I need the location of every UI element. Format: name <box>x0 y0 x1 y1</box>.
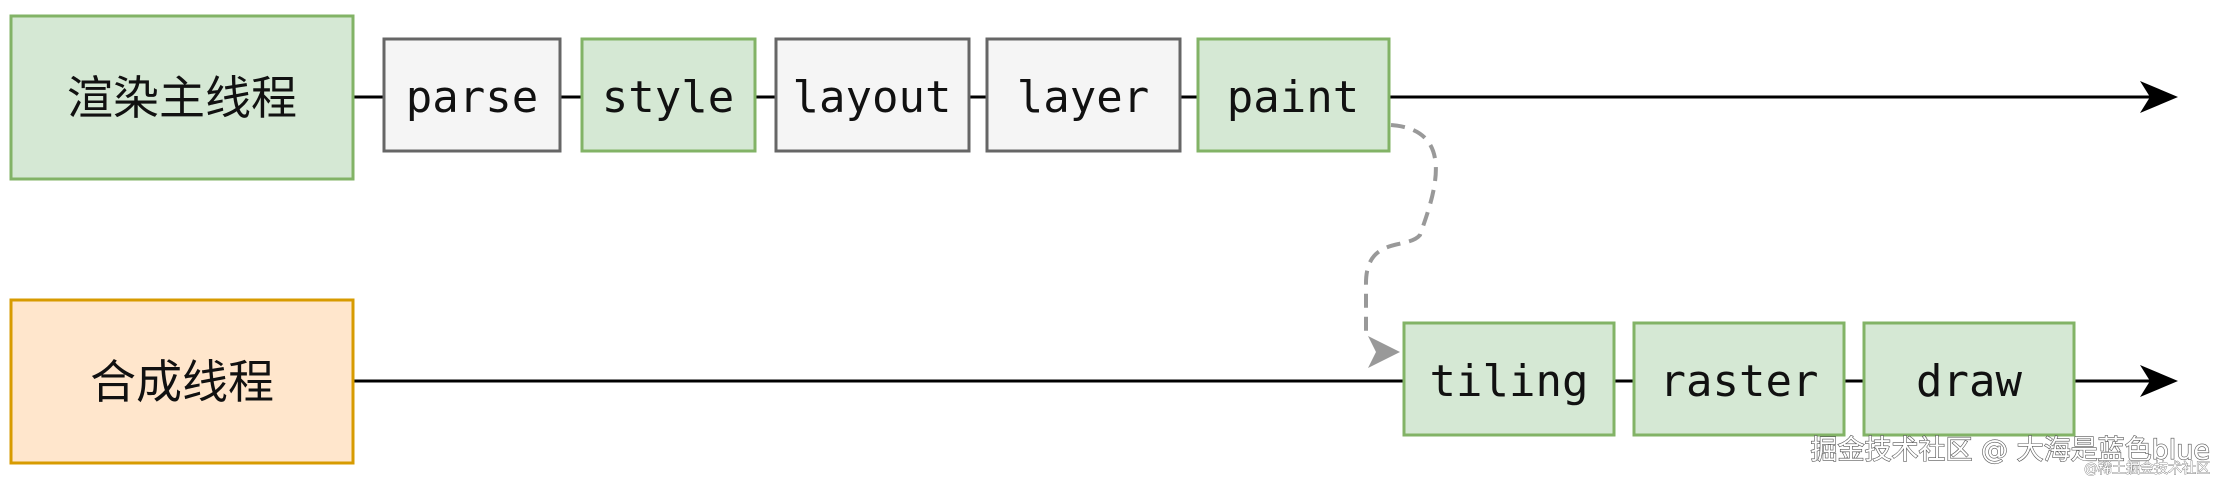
main-thread-header: 渲染主线程 <box>9 14 355 181</box>
watermark-sub-text: @稀土掘金技术社区 <box>2084 461 2210 477</box>
watermark: 掘金技术社区 @ 大海是蓝色blue @稀土掘金技术社区 <box>1810 434 2211 477</box>
compositor-stage-raster: raster <box>1632 321 1846 437</box>
stage-label-parse: parse <box>406 72 538 123</box>
compositor-thread-label: 合成线程 <box>90 355 274 409</box>
dashed-connector-arrowhead <box>1368 336 1400 368</box>
compositor-thread-arrowhead <box>2140 365 2178 397</box>
stage-box-paint <box>1196 37 1391 153</box>
stage-label-paint: paint <box>1227 72 1359 123</box>
stage-label-style: style <box>602 72 734 123</box>
stage-label-draw: draw <box>1916 356 2022 407</box>
stage-box-raster <box>1632 321 1846 437</box>
compositor-stage-tiling: tiling <box>1402 321 1616 437</box>
stage-label-raster: raster <box>1660 356 1819 407</box>
stage-box-tiling <box>1402 321 1616 437</box>
main-thread-label: 渲染主线程 <box>67 71 297 125</box>
main-stage-layer: layer <box>985 37 1182 153</box>
stage-box-layer <box>985 37 1182 153</box>
main-stage-paint: paint <box>1196 37 1391 153</box>
stage-box-layout <box>774 37 971 153</box>
compositor-thread-box <box>9 298 355 465</box>
watermark-main-text: 掘金技术社区 @ 大海是蓝色blue <box>1810 435 2210 466</box>
main-stage-parse: parse <box>382 37 562 153</box>
paint-to-tiling-connector <box>1363 123 1438 368</box>
stage-box-draw <box>1862 321 2076 437</box>
stage-box-parse <box>382 37 562 153</box>
compositor-stage-draw: draw <box>1862 321 2076 437</box>
main-thread-row: 渲染主线程 parse style layout layer paint <box>9 14 2178 181</box>
stage-box-style <box>580 37 757 153</box>
dashed-connector-line <box>1363 123 1438 335</box>
main-thread-box <box>9 14 355 181</box>
stage-label-tiling: tiling <box>1430 356 1589 407</box>
main-thread-arrowhead <box>2140 81 2178 113</box>
compositor-thread-header: 合成线程 <box>9 298 355 465</box>
stage-label-layer: layer <box>1017 72 1149 123</box>
main-stage-layout: layout <box>774 37 971 153</box>
main-stage-style: style <box>580 37 757 153</box>
stage-label-layout: layout <box>793 72 952 123</box>
compositor-thread-row: 合成线程 tiling raster draw <box>9 298 2178 465</box>
